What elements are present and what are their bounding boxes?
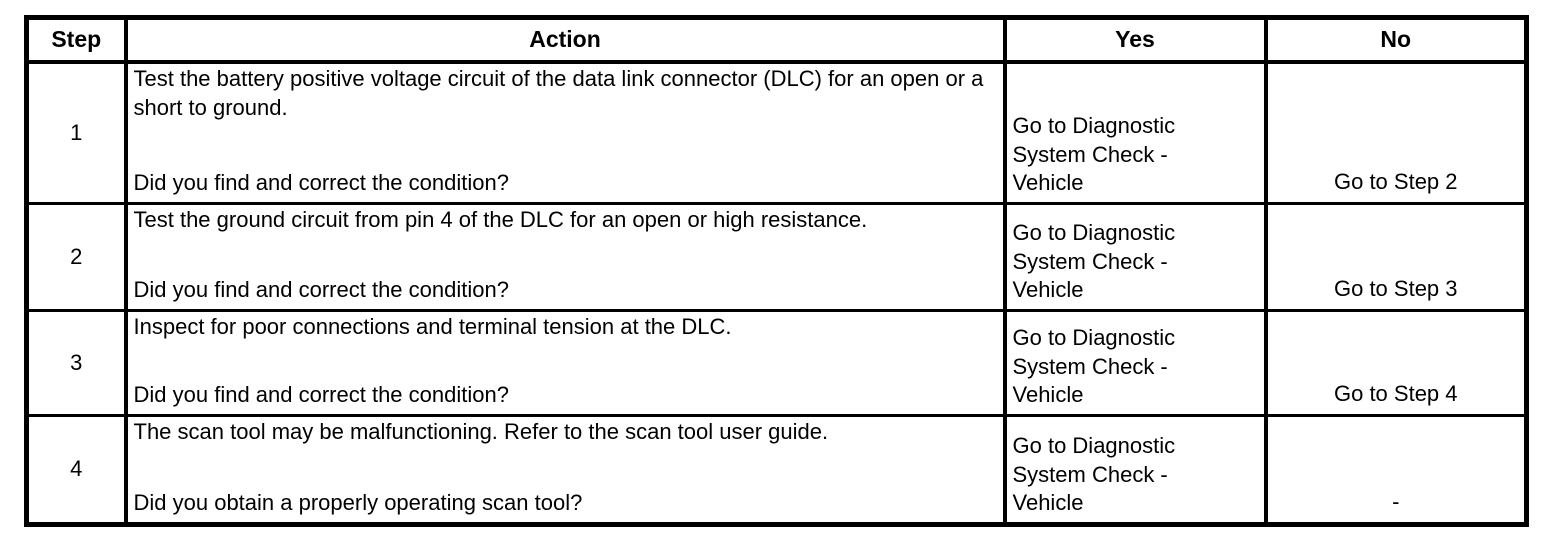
action-cell: Inspect for poor connections and termina… bbox=[123, 309, 1007, 417]
step-number: 4 bbox=[24, 414, 128, 526]
action-question: Did you find and correct the condition? bbox=[133, 382, 509, 408]
action-question: Did you find and correct the condition? bbox=[133, 277, 509, 303]
step-number: 1 bbox=[24, 60, 128, 205]
header-action: Action bbox=[123, 16, 1007, 64]
action-description: The scan tool may be malfunctioning. Ref… bbox=[133, 419, 829, 444]
action-description: Test the ground circuit from pin 4 of th… bbox=[133, 207, 868, 232]
action-cell: Test the battery positive voltage circui… bbox=[123, 60, 1007, 205]
action-description: Inspect for poor connections and termina… bbox=[133, 314, 732, 339]
action-cell: Test the ground circuit from pin 4 of th… bbox=[123, 202, 1007, 312]
action-question: Did you find and correct the condition? bbox=[133, 170, 509, 196]
yes-result: Go to Diagnostic System Check - Vehicle bbox=[1002, 202, 1268, 312]
action-content: Test the battery positive voltage circui… bbox=[134, 65, 997, 198]
action-content: Inspect for poor connections and termina… bbox=[133, 314, 997, 411]
header-row: Step Action Yes No bbox=[24, 16, 1529, 64]
yes-result: Go to Diagnostic System Check - Vehicle bbox=[1002, 414, 1268, 526]
table-row-step-1: 1 Test the battery positive voltage circ… bbox=[24, 60, 1529, 205]
action-question: Did you obtain a properly operating scan… bbox=[133, 490, 583, 516]
action-content: Test the ground circuit from pin 4 of th… bbox=[133, 207, 997, 306]
action-cell: The scan tool may be malfunctioning. Ref… bbox=[123, 414, 1007, 526]
no-result: - bbox=[1263, 414, 1529, 526]
yes-result: Go to Diagnostic System Check - Vehicle bbox=[1002, 60, 1268, 205]
header-yes: Yes bbox=[1002, 16, 1268, 64]
step-number: 3 bbox=[24, 309, 128, 417]
no-result: Go to Step 3 bbox=[1263, 202, 1529, 312]
action-description: Test the battery positive voltage circui… bbox=[133, 66, 984, 120]
no-result: Go to Step 4 bbox=[1263, 309, 1529, 417]
header-step: Step bbox=[24, 16, 128, 64]
yes-result: Go to Diagnostic System Check - Vehicle bbox=[1002, 309, 1268, 417]
table-row-step-4: 4 The scan tool may be malfunctioning. R… bbox=[24, 414, 1529, 526]
action-content: The scan tool may be malfunctioning. Ref… bbox=[133, 419, 997, 519]
no-result: Go to Step 2 bbox=[1263, 60, 1529, 205]
step-number: 2 bbox=[24, 202, 128, 312]
table-row-step-2: 2 Test the ground circuit from pin 4 of … bbox=[24, 202, 1529, 312]
table-row-step-3: 3 Inspect for poor connections and termi… bbox=[24, 309, 1529, 417]
header-no: No bbox=[1263, 16, 1529, 64]
diagnostic-steps-table: Step Action Yes No 1 Test the battery po… bbox=[24, 15, 1529, 527]
